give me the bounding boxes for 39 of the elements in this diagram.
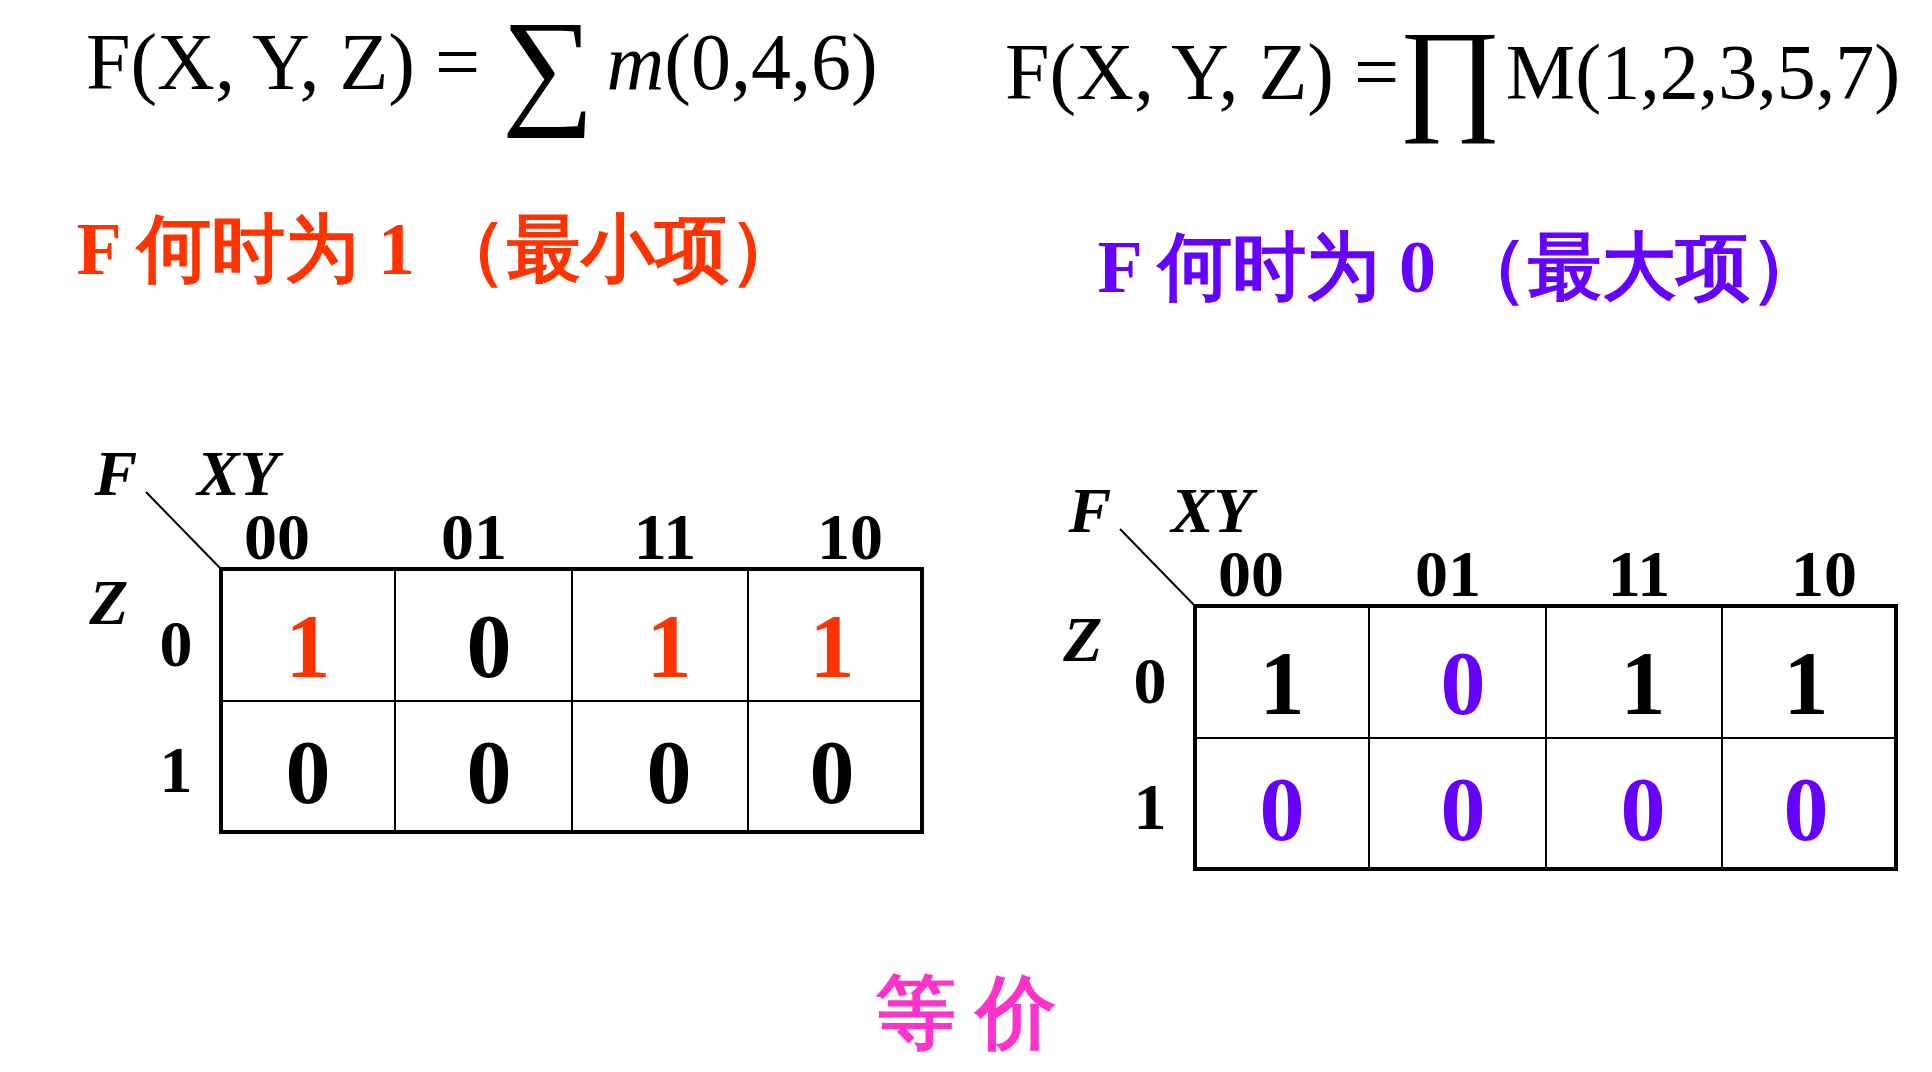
cell-value: 0 xyxy=(1620,759,1666,859)
cell-value: 0 xyxy=(1440,759,1486,859)
heading-text: F 何时为 0 （最大项） xyxy=(1097,225,1825,311)
row-header: 0 xyxy=(159,607,193,681)
row-header: 1 xyxy=(159,733,193,807)
cell-value: 1 xyxy=(809,596,855,696)
row-header: 0 xyxy=(1133,644,1167,718)
column-header: 01 xyxy=(1415,537,1481,611)
cell-value: 1 xyxy=(1620,633,1666,733)
column-header: 01 xyxy=(441,500,507,574)
cell-value: 1 xyxy=(1783,633,1829,733)
cell-value: 1 xyxy=(646,596,692,696)
sum-symbol: ∑ xyxy=(500,0,596,140)
cell-value: 0 xyxy=(809,722,855,822)
row-header: 1 xyxy=(1133,770,1167,844)
column-header: 10 xyxy=(1791,537,1857,611)
cell-value: 0 xyxy=(466,722,512,822)
heading-text: F 何时为 1 （最小项） xyxy=(76,207,804,293)
cell-value: 0 xyxy=(1440,633,1486,733)
variable-label: Z xyxy=(1062,603,1104,677)
column-header: 11 xyxy=(633,500,697,574)
column-header: 10 xyxy=(817,500,883,574)
cell-value: 0 xyxy=(646,722,692,822)
variable-label: F xyxy=(93,437,139,511)
formula-text: F(X, Y, Z) = xyxy=(1005,28,1399,116)
cell-value: 0 xyxy=(466,596,512,696)
formula-text: m(0,4,6) xyxy=(606,18,878,106)
cell-value: 1 xyxy=(1259,633,1305,733)
cell-value: 0 xyxy=(1259,759,1305,859)
formula-text: F(X, Y, Z) = xyxy=(86,18,480,106)
conclusion-text: 等 价 xyxy=(876,968,1056,1059)
cell-value: 0 xyxy=(1783,759,1829,859)
formula-text: M(1,2,3,5,7) xyxy=(1505,29,1901,115)
column-header: 11 xyxy=(1607,537,1671,611)
variable-label: F xyxy=(1067,474,1113,548)
variable-label: Z xyxy=(88,566,130,640)
cell-value: 1 xyxy=(285,596,331,696)
product-symbol: ∏ xyxy=(1397,5,1503,147)
cell-value: 0 xyxy=(285,722,331,822)
